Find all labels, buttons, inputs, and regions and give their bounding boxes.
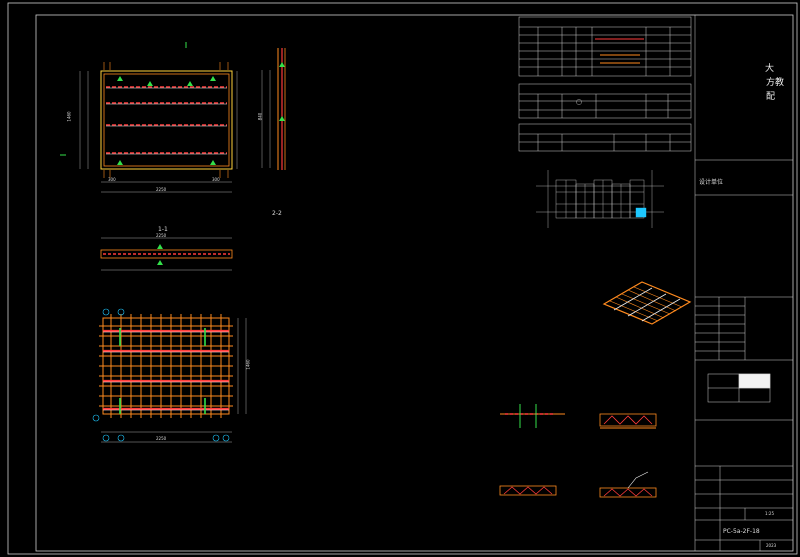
dim-plan-width: 2250 xyxy=(156,187,167,192)
title-scale: 1:25 xyxy=(765,511,774,516)
table-accents xyxy=(576,38,644,105)
panel-detail-nodes xyxy=(499,404,657,498)
inner-border xyxy=(35,14,794,552)
dim-rebar-height: 1460 xyxy=(245,359,251,370)
panel-key-plan xyxy=(536,170,664,228)
dim-side-h1: 1460 xyxy=(66,111,72,122)
label-section-1-1: 1-1 xyxy=(158,226,168,233)
dim-side-h2: 840 xyxy=(257,112,263,121)
title-row-label: 设计单位 xyxy=(699,179,724,186)
panel-title-block xyxy=(694,15,793,551)
outer-border xyxy=(7,2,798,555)
dim-rebar-width: 2250 xyxy=(156,436,167,441)
panel-section-1-1 xyxy=(100,237,233,271)
panel-plan-view xyxy=(60,42,238,193)
title-char-1: 大 xyxy=(765,64,775,74)
panel-3d-view xyxy=(602,281,692,325)
panel-rebar-layout xyxy=(92,308,247,443)
dim-section-width: 2250 xyxy=(156,233,167,238)
panel-section-2-2 xyxy=(261,48,286,170)
title-drawing-number: PC-5a-2F-18 xyxy=(723,528,760,535)
title-char-3: 教 xyxy=(775,78,785,88)
title-char-4: 配 xyxy=(766,92,776,102)
title-char-2: 方 xyxy=(766,78,776,88)
label-section-2-2: 2-2 xyxy=(272,210,282,217)
panel-tables xyxy=(518,16,692,152)
title-date: 2023 xyxy=(766,543,777,548)
dim-plan-right: 300 xyxy=(212,177,220,182)
dim-plan-left: 300 xyxy=(108,177,116,182)
